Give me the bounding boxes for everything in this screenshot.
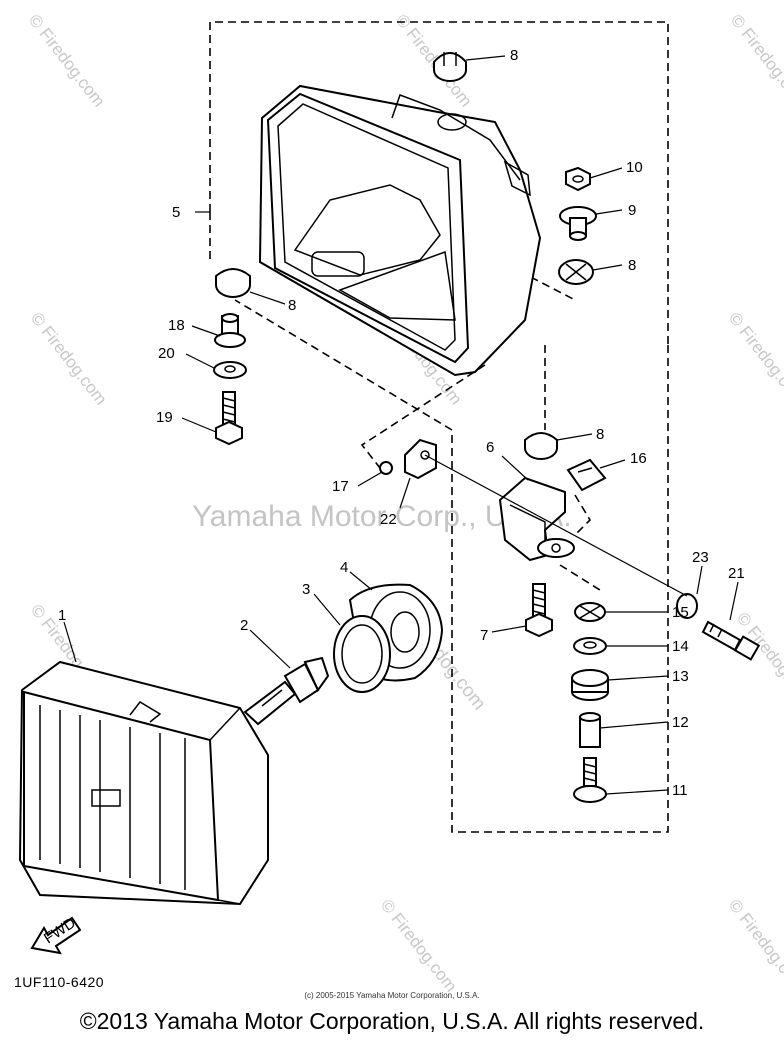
callout-21: 21 [728,565,745,582]
callout-1: 1 [58,607,66,624]
callout-19: 19 [156,409,173,426]
screw-17 [379,461,393,475]
ring-3 [333,615,391,693]
callout-18: 18 [168,317,185,334]
bolt-21 [701,620,761,661]
callout-7: 7 [480,627,488,644]
leader-lines [63,55,739,795]
callout-8: 8 [510,47,518,64]
collar-18 [214,313,246,348]
headlight-housing [258,84,542,377]
grommet-left [215,268,251,298]
washer-14 [573,637,607,655]
callout-6: 6 [486,439,494,456]
stay-bracket-6 [498,476,575,562]
grommet-top [433,52,467,82]
headlight-unit-1 [18,660,269,906]
watermark-site: © Firedog.com [733,609,784,709]
part-code: 1UF110-6420 [14,974,105,990]
watermark-site: © Firedog.com [727,11,784,111]
callout-4: 4 [340,559,348,576]
callout-23: 23 [692,549,709,566]
washer-23 [676,593,698,619]
watermark-site: © Firedog.com [25,11,109,111]
damper-13 [571,669,609,701]
callout-9: 9 [628,202,636,219]
callout-8: 8 [596,426,604,443]
callout-5: 5 [172,204,180,221]
callout-20: 20 [158,345,175,362]
callout-8: 8 [288,297,296,314]
callout-10: 10 [626,159,643,176]
bolt-11 [573,757,607,803]
callout-15: 15 [672,604,689,621]
bracket-22 [404,438,437,480]
callout-11: 11 [672,782,688,799]
collar-12 [579,712,601,748]
grommet-lower [524,432,558,460]
callout-labels: 1 2 3 4 5 6 7 8 8 8 8 9 10 11 12 13 14 1… [58,47,745,799]
source-note: (c) 2005-2015 Yamaha Motor Corporation, … [304,991,480,1000]
watermark-site: © Firedog.com [725,309,784,409]
callout-8: 8 [628,257,636,274]
nut-10 [565,166,591,192]
watermark-site: © Firedog.com [377,896,461,996]
fwd-arrow-icon: FWD [30,914,82,955]
bulb-2 [243,656,330,726]
callout-12: 12 [672,714,689,731]
washer-20 [213,361,247,379]
collar-9 [559,206,597,241]
callout-14: 14 [672,638,689,655]
bolt-19 [215,391,243,446]
callout-22: 22 [380,511,397,528]
watermark-site: © Firedog.com [725,896,784,996]
grommet-right [558,259,594,285]
bolt-7 [525,583,553,638]
callout-16: 16 [630,450,647,467]
callout-3: 3 [302,581,310,598]
callout-2: 2 [240,617,248,634]
grommet-15 [574,602,606,622]
copyright-notice: ©2013 Yamaha Motor Corporation, U.S.A. A… [79,1008,705,1034]
callout-17: 17 [332,478,349,495]
clip-nut-16 [566,458,607,492]
callout-13: 13 [672,668,689,685]
watermark-site: © Firedog.com [27,309,111,409]
